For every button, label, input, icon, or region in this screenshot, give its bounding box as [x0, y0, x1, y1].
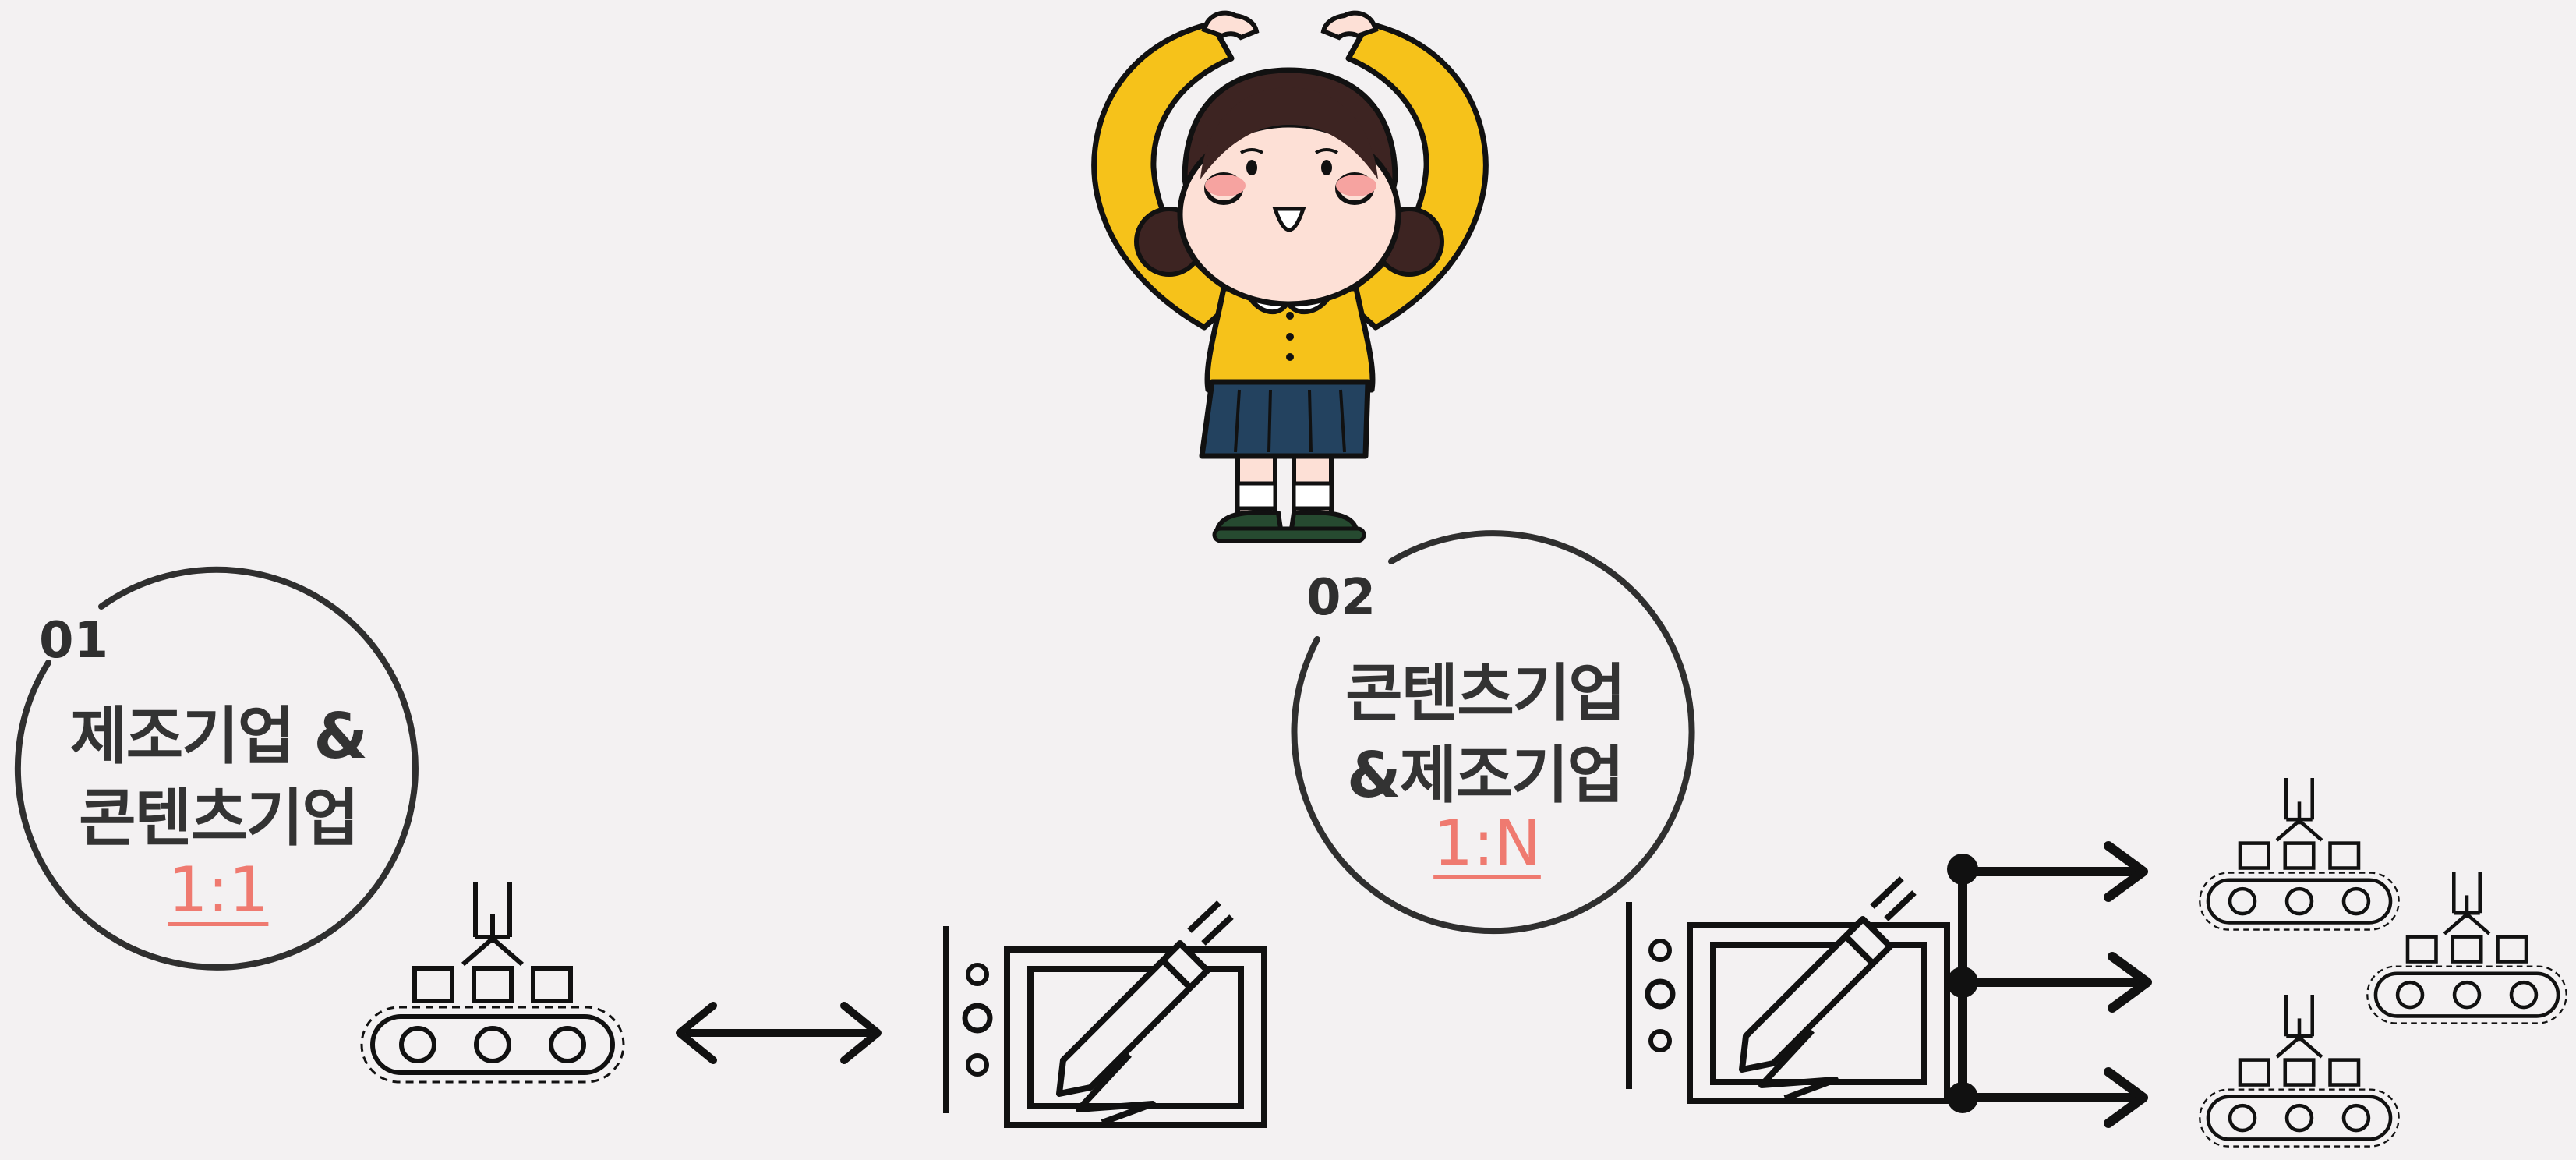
- step1-number: 01: [39, 612, 109, 670]
- step2-ratio: 1:N: [1433, 807, 1541, 879]
- double-arrow-icon: [676, 1002, 882, 1064]
- drawing-tablet-icon: [946, 903, 1264, 1125]
- step2-title-line1: 콘텐츠기업: [1345, 657, 1626, 730]
- step2-number: 02: [1306, 569, 1376, 627]
- step1-circle: [14, 566, 419, 971]
- factory-conveyor-icon-2: [2200, 778, 2398, 930]
- step2-title-line2: &제조기업: [1346, 739, 1624, 812]
- factory-conveyor-icon: [362, 882, 624, 1082]
- character-illustration: [1091, 10, 1489, 543]
- step1-title-line2: 콘텐츠기업: [79, 782, 359, 854]
- step1-title-line1: 제조기업 &: [69, 700, 368, 773]
- branch-arrows-icon: [1947, 841, 2152, 1128]
- step2-circle: [1291, 530, 1695, 935]
- step1-ratio: 1:1: [168, 854, 269, 926]
- factory-conveyor-icon-4: [2200, 995, 2398, 1147]
- factory-conveyor-icon-3: [2367, 872, 2566, 1024]
- drawing-tablet-icon-2: [1629, 879, 1947, 1101]
